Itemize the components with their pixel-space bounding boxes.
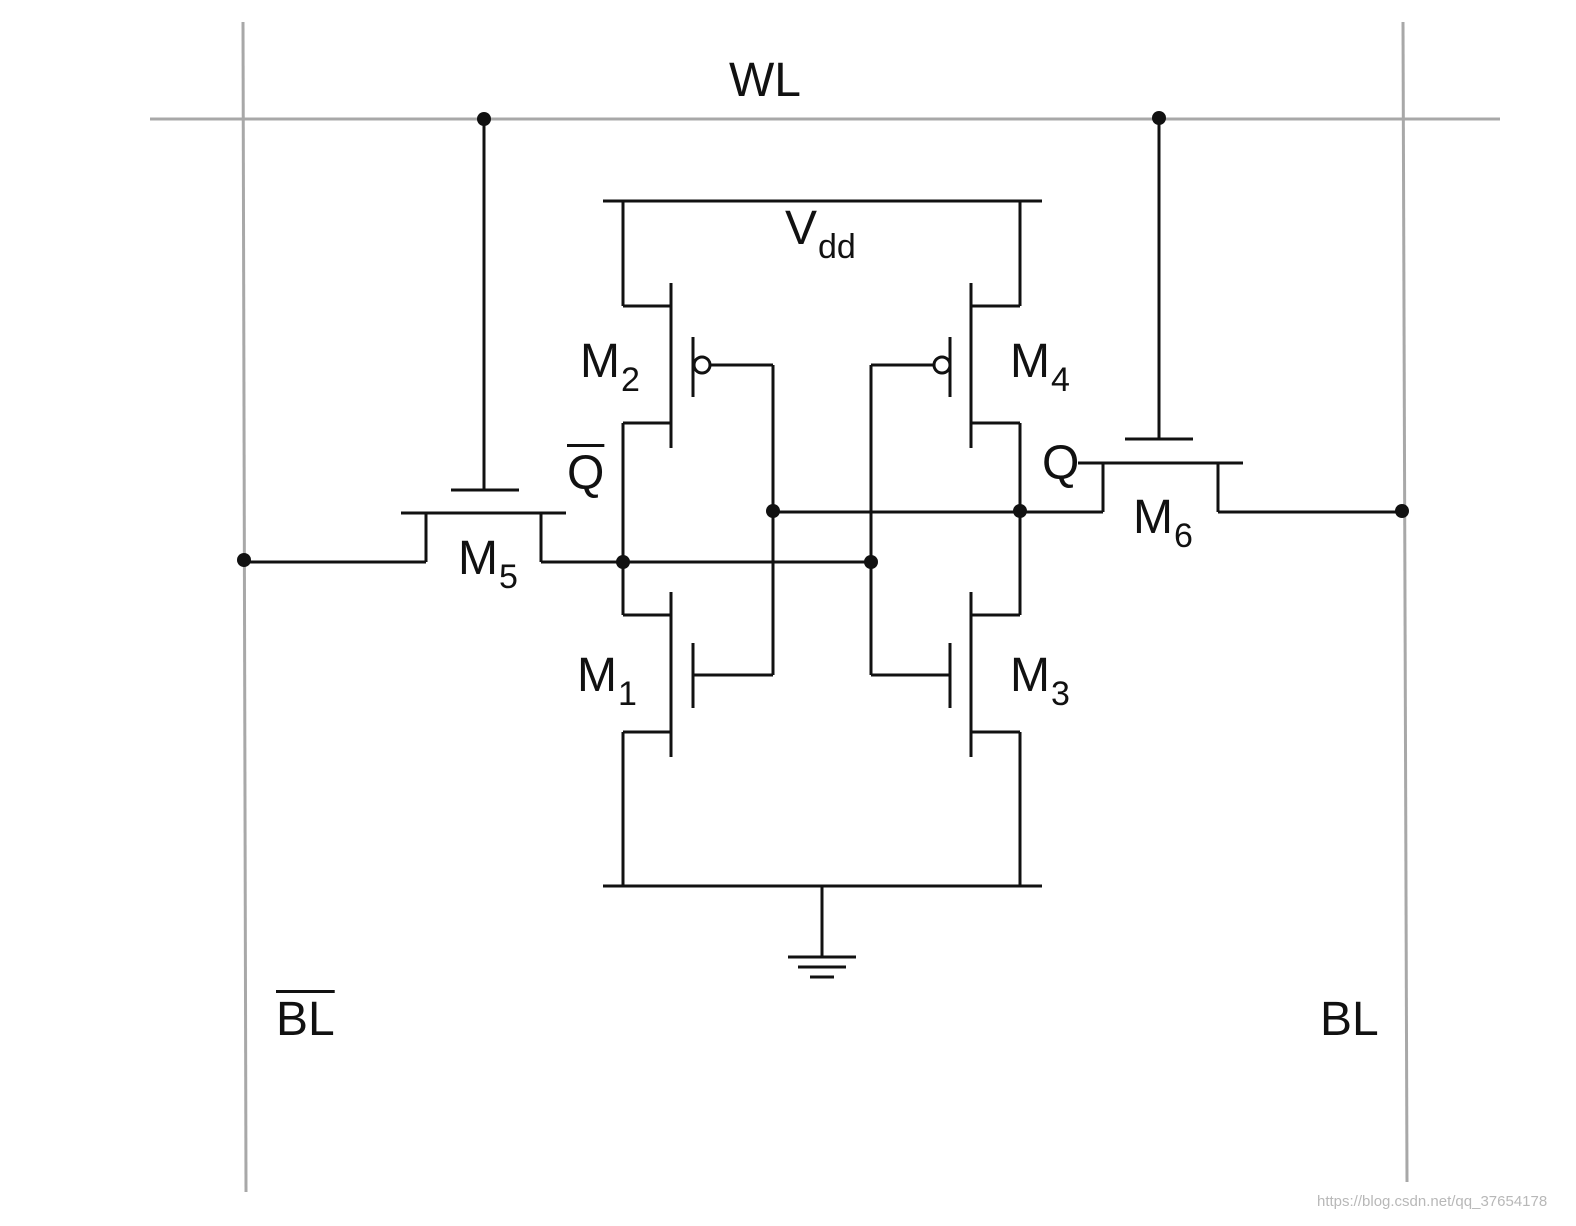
junction-q-right bbox=[1013, 504, 1027, 518]
m2-label: M2 bbox=[580, 335, 640, 399]
wl-label: WL bbox=[729, 54, 801, 107]
junction-wl-m6 bbox=[1152, 111, 1166, 125]
m3-label: M3 bbox=[1010, 649, 1070, 713]
transistor-m6 bbox=[1078, 119, 1403, 514]
q-bar-label: Q bbox=[567, 447, 605, 500]
m4-label: M4 bbox=[1010, 335, 1070, 399]
transistor-m3 bbox=[871, 592, 1020, 757]
junction-dots bbox=[237, 111, 1409, 569]
m4-bubble bbox=[932, 355, 952, 375]
bl-bar-label: BL bbox=[276, 993, 335, 1046]
bus-lines bbox=[150, 21, 1500, 1193]
m5-label: M5 bbox=[458, 532, 518, 596]
junction-bl-bar bbox=[237, 553, 251, 567]
vdd-label: Vdd bbox=[785, 202, 856, 266]
junction-q-bar-right bbox=[864, 555, 878, 569]
junction-q-bar-left bbox=[616, 555, 630, 569]
bl-label: BL bbox=[1320, 993, 1379, 1046]
junction-wl-m5 bbox=[477, 112, 491, 126]
watermark: https://blog.csdn.net/qq_37654178 bbox=[1317, 1193, 1548, 1210]
junction-q-left bbox=[766, 504, 780, 518]
bl-line bbox=[1401, 21, 1409, 1183]
m1-label: M1 bbox=[577, 649, 637, 713]
transistor-m5 bbox=[244, 119, 566, 564]
bl-bar-line bbox=[241, 21, 248, 1193]
m2-bubble bbox=[692, 355, 712, 375]
m6-label: M6 bbox=[1133, 491, 1193, 555]
transistor-m1 bbox=[623, 592, 773, 757]
junction-bl bbox=[1395, 504, 1409, 518]
q-label: Q bbox=[1042, 437, 1080, 490]
wires bbox=[244, 119, 1403, 979]
